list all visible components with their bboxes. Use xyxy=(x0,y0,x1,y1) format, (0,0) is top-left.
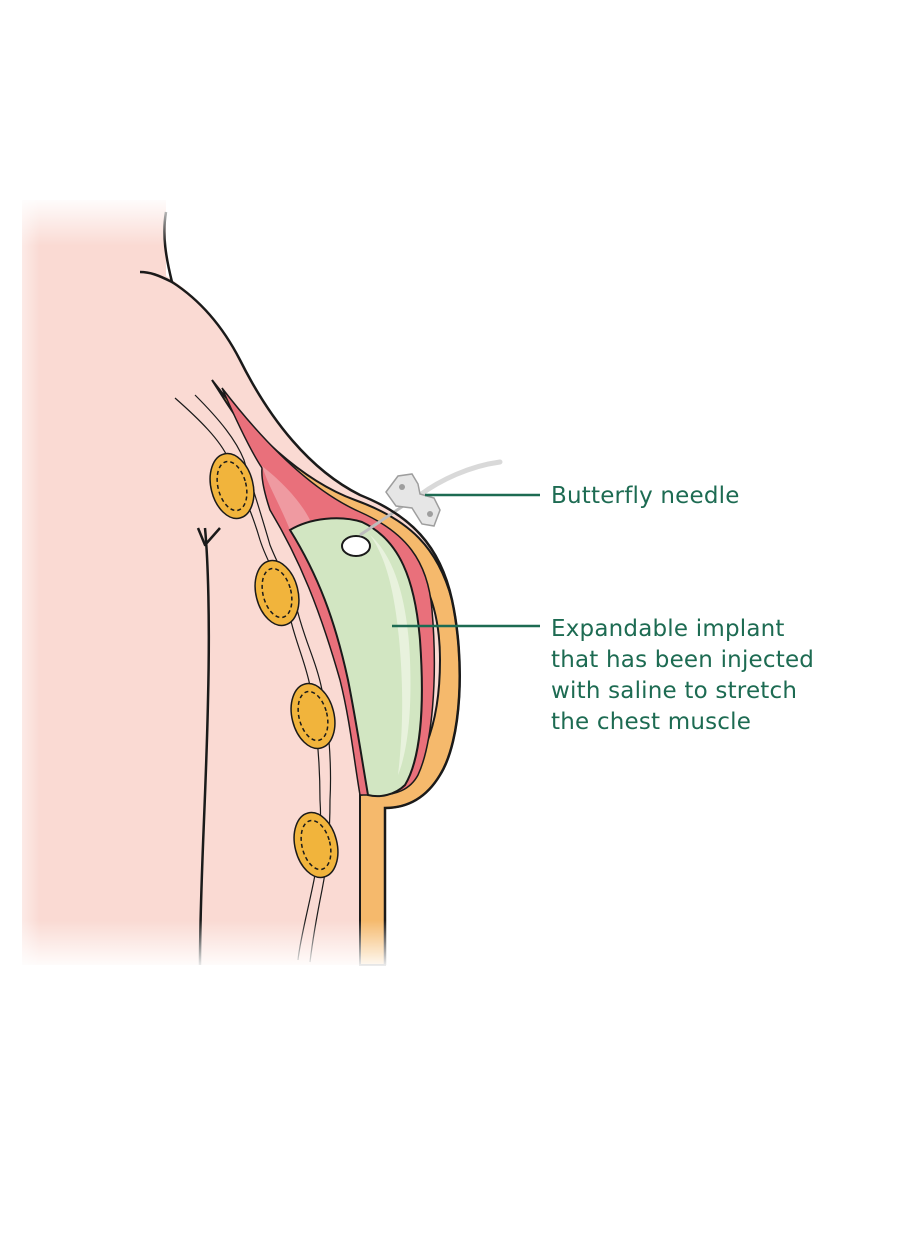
implant-label-line-1: Expandable implant xyxy=(551,616,785,642)
lymph-node-inner xyxy=(261,567,293,619)
butterfly-needle-icon xyxy=(359,459,503,537)
lymph-node-body xyxy=(209,452,255,520)
lymph-node-1 xyxy=(209,452,255,520)
body-outline xyxy=(171,280,461,965)
implant-label-line-2: that has been injected xyxy=(551,647,815,673)
implant-label: Expandable implant that has been injecte… xyxy=(551,614,881,738)
chest-wall-line xyxy=(198,527,211,966)
implant-label-line-3: with saline to stretch xyxy=(551,678,798,704)
lymph-node-inner xyxy=(300,819,332,871)
implant-port xyxy=(341,535,371,557)
implant-label-line-4: the chest muscle xyxy=(551,709,752,735)
implant-highlight xyxy=(370,535,411,775)
muscle-inner xyxy=(262,466,310,530)
lymph-node-inner xyxy=(297,690,329,742)
wing-hole xyxy=(399,484,405,490)
chest-wall-hook xyxy=(196,527,221,547)
fade-top xyxy=(0,196,900,246)
lymph-node-2 xyxy=(254,559,300,627)
lymph-node-3 xyxy=(290,682,336,750)
lymph-node-body xyxy=(293,811,339,879)
needle-tubing xyxy=(417,459,503,498)
butterfly-needle-label: Butterfly needle xyxy=(551,481,740,512)
lymph-node-body xyxy=(254,559,300,627)
fade-left xyxy=(0,196,40,976)
lymph-node-4 xyxy=(293,811,339,879)
lymph-node-inner xyxy=(216,460,248,512)
fade-bottom xyxy=(0,920,900,970)
lymph-node-body xyxy=(290,682,336,750)
body-skin xyxy=(22,200,460,965)
butterfly-needle-text: Butterfly needle xyxy=(551,483,740,509)
wing-hole xyxy=(427,511,433,517)
